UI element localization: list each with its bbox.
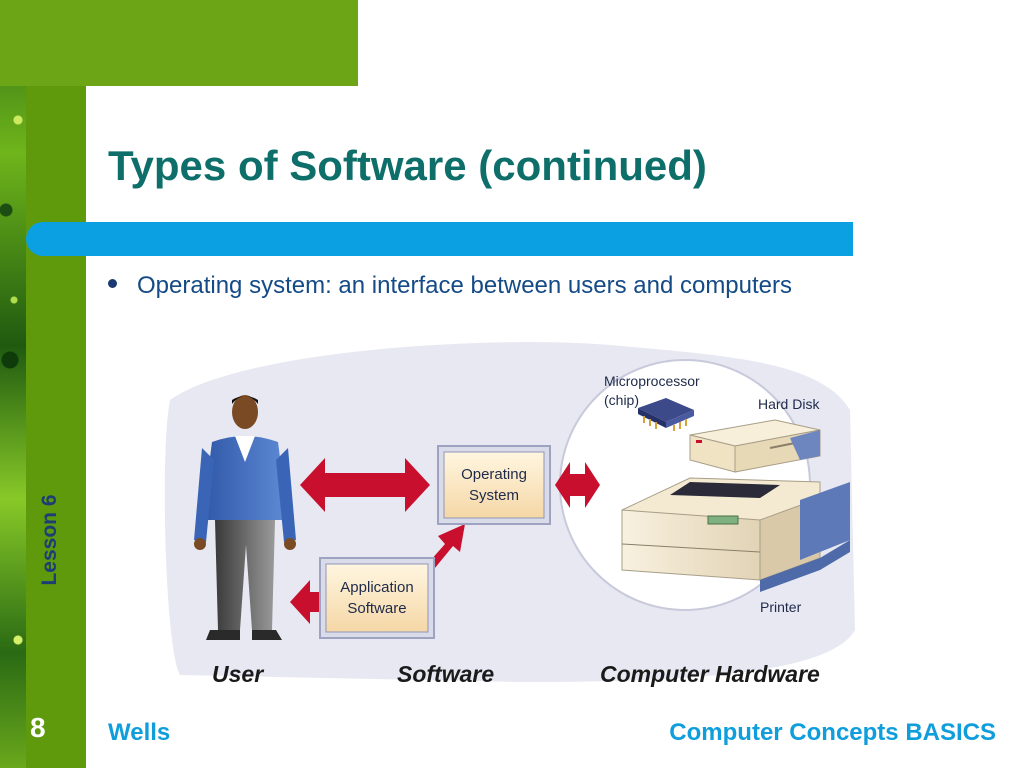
hard-disk-label: Hard Disk xyxy=(758,396,820,412)
bullet-item: Operating system: an interface between u… xyxy=(108,272,792,300)
os-hardware-arrow-icon xyxy=(555,462,600,508)
slide-title: Types of Software (continued) xyxy=(108,142,707,189)
lesson-label: Lesson 6 xyxy=(38,494,61,586)
os-box-line1: Operating xyxy=(461,466,527,483)
caption-software: Software xyxy=(397,661,494,687)
microprocessor-label-line2: (chip) xyxy=(604,392,639,408)
hard-disk-icon xyxy=(689,419,821,473)
footer-author: Wells xyxy=(108,719,171,746)
bullet-text: Operating system: an interface between u… xyxy=(137,272,793,299)
user-figure-icon xyxy=(194,395,296,640)
bullet-dot-icon xyxy=(108,279,117,289)
caption-hardware: Computer Hardware xyxy=(600,661,820,687)
application-software-box: Application Software xyxy=(319,557,435,639)
footer-book-title: Computer Concepts BASICS xyxy=(669,719,996,746)
caption-user: User xyxy=(212,661,264,687)
title-rule xyxy=(26,222,853,256)
microprocessor-chip-icon xyxy=(638,398,694,431)
app-to-user-arrow-icon xyxy=(290,580,322,624)
os-diagram: Operating System Application Software Mi… xyxy=(164,342,855,687)
top-band xyxy=(0,0,358,86)
printer-label: Printer xyxy=(760,599,802,615)
operating-system-box: Operating System xyxy=(437,445,551,525)
app-box-line2: Software xyxy=(347,600,406,617)
page-number: 8 xyxy=(30,712,46,743)
printer-icon xyxy=(621,477,850,592)
app-box-line1: Application xyxy=(340,579,413,596)
user-os-arrow-icon xyxy=(300,458,430,512)
os-box-line2: System xyxy=(469,487,519,504)
left-texture xyxy=(0,0,26,768)
microprocessor-label-line1: Microprocessor xyxy=(604,373,700,389)
